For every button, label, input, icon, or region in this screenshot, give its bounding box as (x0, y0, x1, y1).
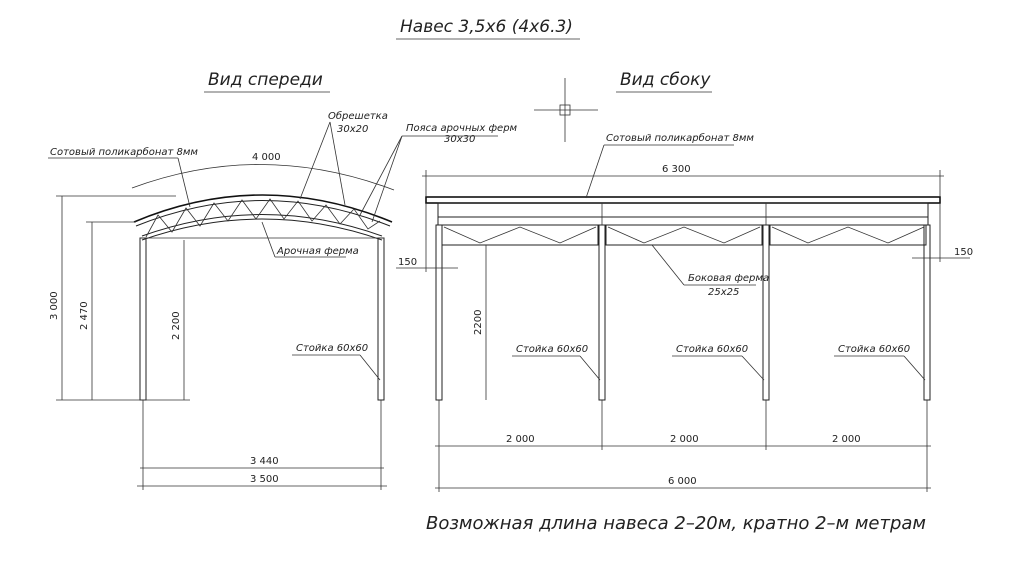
front-label-arch-truss: Арочная ферма (276, 246, 359, 257)
side-dim-post-height: 2200 (473, 310, 484, 335)
front-dim-height-post: 2 200 (171, 311, 182, 340)
front-label-chords: Пояса арочных ферм (406, 123, 518, 134)
side-post-4 (923, 224, 931, 401)
front-dim-height-eave: 2 470 (79, 301, 90, 330)
side-view-heading: Вид сбоку (620, 70, 711, 90)
front-label-lathing-size: 30x20 (337, 124, 368, 135)
front-dim-height-total: 3 000 (49, 291, 60, 320)
side-post-2 (598, 224, 606, 401)
front-label-post: Стойка 60x60 (296, 343, 368, 354)
front-view: Вид спереди 4 000 Сотовый поликарбонат 8… (48, 70, 518, 490)
front-label-lathing: Обрешетка (328, 110, 388, 122)
front-view-heading: Вид спереди (208, 70, 323, 90)
side-truss (441, 224, 599, 246)
side-view: Вид сбоку Сотовый поликарбонат 8мм Боков… (396, 70, 973, 492)
side-dim-span-3: 2 000 (832, 434, 861, 445)
front-dim-inner-width: 3 440 (250, 456, 279, 467)
side-dim-span-2: 2 000 (670, 434, 699, 445)
side-dim-span-1: 2 000 (506, 434, 535, 445)
side-dim-total-length: 6 000 (668, 476, 697, 487)
side-dim-roof-length: 6 300 (662, 164, 691, 175)
arch-truss-web (145, 198, 381, 238)
front-post-left (139, 237, 147, 401)
side-label-post-3: Стойка 60x60 (838, 344, 910, 355)
center-mark (534, 78, 598, 142)
drawing-title: Навес 3,5x6 (4x6.3) (400, 17, 573, 37)
side-dim-overhang-right: 150 (954, 247, 973, 258)
front-dim-arc: 4 000 (252, 152, 281, 163)
side-label-roof: Сотовый поликарбонат 8мм (606, 132, 754, 144)
side-label-post-1: Стойка 60x60 (516, 344, 588, 355)
front-label-roof: Сотовый поликарбонат 8мм (50, 146, 198, 158)
side-post-3 (762, 224, 770, 401)
side-label-post-2: Стойка 60x60 (676, 344, 748, 355)
side-label-side-truss: Боковая ферма (688, 273, 769, 284)
footnote: Возможная длина навеса 2–20м, кратно 2–м… (426, 513, 926, 534)
front-roof (133, 194, 393, 223)
arch-truss (141, 218, 383, 241)
front-dim-outer-width: 3 500 (250, 474, 279, 485)
front-post-right (377, 237, 385, 401)
side-roof (425, 196, 941, 204)
side-post-1 (435, 224, 443, 401)
side-label-side-truss-size: 25x25 (708, 287, 739, 298)
side-dim-overhang-left: 150 (398, 257, 417, 268)
front-label-chords-size: 30x30 (444, 134, 475, 145)
